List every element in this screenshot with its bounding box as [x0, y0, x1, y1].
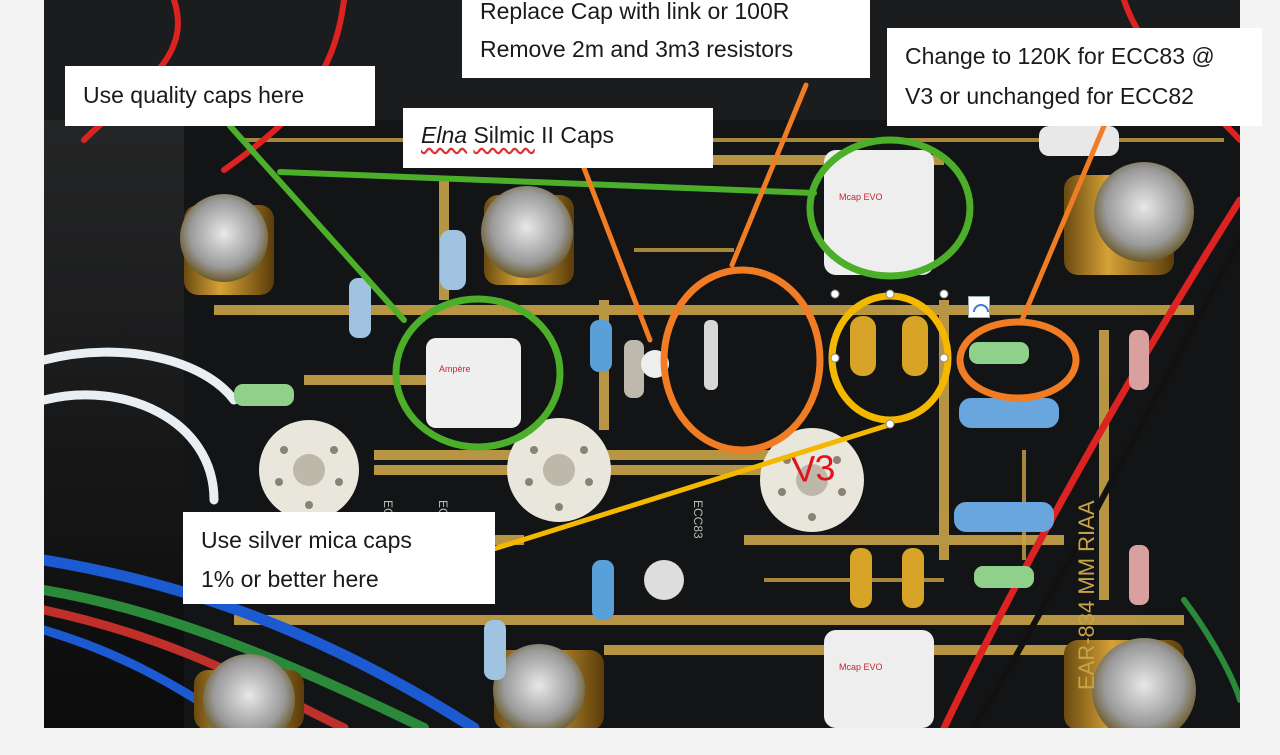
orange-arrows	[581, 82, 1107, 343]
electrolytic-caps	[180, 162, 1196, 728]
v3-handwritten-label: V3	[790, 446, 836, 491]
callout-elna-caps: Elna Silmic II Caps	[403, 108, 713, 168]
orange-circles	[660, 266, 1080, 454]
svg-text:ECC83: ECC83	[691, 500, 705, 539]
callout-silver-mica: Use silver mica caps 1% or better here	[183, 512, 495, 604]
svg-text:Mcap EVO: Mcap EVO	[839, 662, 883, 672]
svg-text:Mcap EVO: Mcap EVO	[839, 192, 883, 202]
resistors	[234, 126, 1149, 680]
film-caps: Ampère Mcap EVO Mcap EVO	[426, 150, 934, 728]
callout-silver-mica-line-2: 1% or better here	[201, 566, 379, 592]
callout-change-resistor-line-2: V3 or unchanged for ECC82	[905, 83, 1194, 109]
callout-elna-brand: Elna	[421, 122, 468, 148]
callout-elna-rest: II Caps	[534, 122, 615, 148]
selection-handles	[830, 289, 949, 429]
callout-elna-silmic: Silmic	[473, 122, 535, 148]
callout-quality-caps: Use quality caps here	[65, 66, 375, 126]
green-arrows	[227, 123, 817, 323]
yellow-arrow	[481, 421, 895, 555]
green-circles	[392, 136, 974, 451]
callout-change-resistor: Change to 120K for ECC83 @ V3 or unchang…	[887, 28, 1262, 126]
svg-text:EAR-834 MM RIAA: EAR-834 MM RIAA	[1074, 500, 1099, 690]
callout-change-resistor-line-1: Change to 120K for ECC83 @	[905, 43, 1215, 69]
tube-sockets	[259, 418, 864, 532]
svg-text:Ampère: Ampère	[439, 364, 471, 374]
callout-replace-cap-line-2: Remove 2m and 3m3 resistors	[480, 36, 794, 62]
small-caps	[850, 316, 928, 608]
callout-silver-mica-line-1: Use silver mica caps	[201, 527, 412, 553]
anchor-icon[interactable]	[968, 296, 990, 318]
callout-replace-cap-line-1: Replace Cap with link or 100R	[480, 0, 790, 24]
callout-replace-cap: Replace Cap with link or 100R Remove 2m …	[462, 0, 870, 78]
callout-quality-caps-text: Use quality caps here	[83, 82, 305, 108]
small-electrolytic	[644, 560, 684, 600]
